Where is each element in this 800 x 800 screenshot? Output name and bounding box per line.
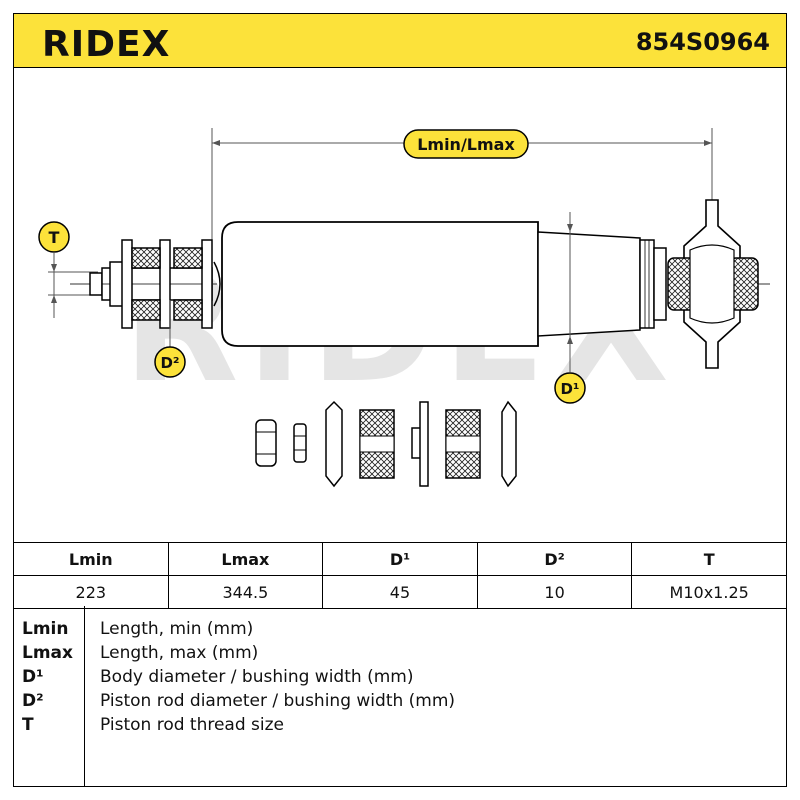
spec-value-lmin: 223: [13, 575, 169, 609]
legend-description: Piston rod diameter / bushing width (mm): [100, 691, 456, 711]
spec-header-t: T: [631, 542, 787, 576]
spec-table-header-row: Lmin Lmax D¹ D² T: [13, 542, 787, 576]
spec-value-d2: 10: [476, 575, 633, 609]
upper-bushing-outer: [131, 247, 161, 269]
spec-header-lmax: Lmax: [167, 542, 324, 576]
header-bar: RIDEX 854S0964: [13, 13, 787, 68]
cup-washer-part-2: [501, 400, 517, 488]
upper-bushing-inner: [173, 247, 203, 269]
length-label-badge: [403, 129, 529, 159]
spec-header-d2: D²: [476, 542, 633, 576]
body-diameter-label: D¹: [560, 380, 579, 398]
spec-header-lmin: Lmin: [13, 542, 169, 576]
legend-key: D¹: [22, 667, 44, 687]
legend-key: Lmax: [22, 643, 73, 663]
legend-key: Lmin: [22, 619, 69, 639]
legend-description: Body diameter / bushing width (mm): [100, 667, 414, 687]
legend-description: Length, max (mm): [100, 643, 259, 663]
spec-value-t: M10x1.25: [631, 575, 787, 609]
spec-table: Lmin Lmax D¹ D² T 223 344.5 45 10 M10x1.…: [13, 542, 787, 609]
shock-absorber-drawing: RIDEX Lmin/Lmax T D² D¹: [38, 128, 770, 488]
spec-value-d1: 45: [322, 575, 478, 609]
rod-diameter-badge: [154, 346, 186, 378]
shock-body: [221, 221, 539, 347]
legend-key: T: [22, 715, 34, 735]
spec-table-value-row: 223 344.5 45 10 M10x1.25: [13, 575, 787, 609]
length-label: Lmin/Lmax: [417, 135, 515, 154]
legend-description: Length, min (mm): [100, 619, 254, 639]
body-diameter-badge: [554, 372, 586, 404]
nut-part: [255, 419, 277, 467]
thread-label: T: [49, 228, 60, 247]
spec-value-lmax: 344.5: [167, 575, 324, 609]
legend-panel: Lmin Length, min (mm) Lmax Length, max (…: [13, 606, 787, 787]
legend-divider: [84, 606, 85, 786]
spec-header-d1: D¹: [322, 542, 478, 576]
rod-diameter-label: D²: [160, 354, 179, 372]
lock-nut-part: [293, 423, 307, 463]
cup-washer-part: [325, 400, 343, 488]
legend-key: D²: [22, 691, 44, 711]
part-number: 854S0964: [635, 28, 770, 56]
brand-logo: RIDEX: [42, 24, 171, 65]
legend-description: Piston rod thread size: [100, 715, 285, 735]
